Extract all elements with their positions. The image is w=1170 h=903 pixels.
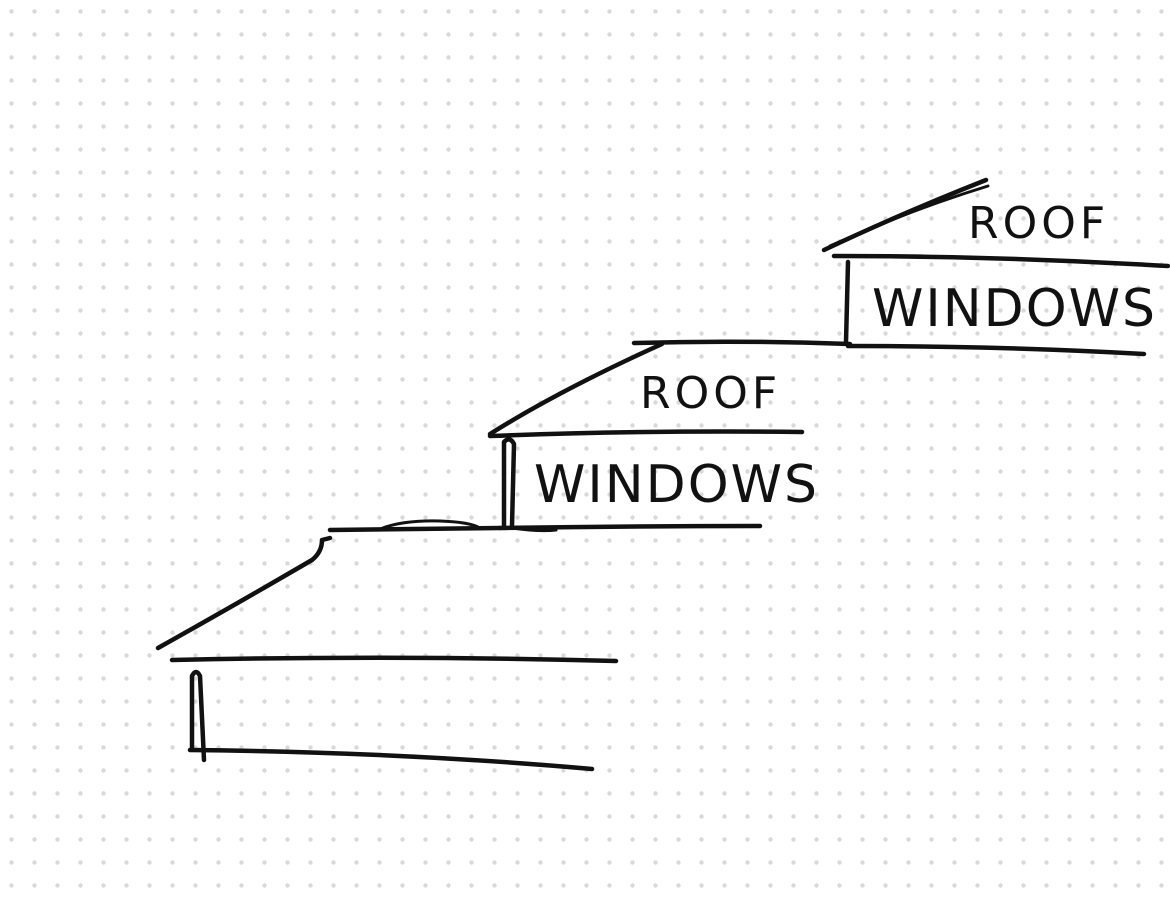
tier-3-roof-label: ROOF — [968, 198, 1109, 249]
tier-1-wall — [189, 669, 207, 763]
tier-2-windows-label: WINDOWS — [534, 455, 819, 515]
tier-2-roof-top — [631, 339, 853, 347]
tier-2: ROOF WINDOWS — [487, 339, 853, 533]
tier-1-roof-top — [327, 525, 503, 533]
tier-1-roof-slope — [155, 535, 333, 651]
tier-2-eave-line — [487, 429, 805, 439]
tier-1-top-bump — [376, 519, 482, 532]
tier-3: ROOF WINDOWS — [821, 177, 1170, 357]
tier-1-eave-line — [169, 655, 619, 664]
tier-3-eave-line — [831, 253, 1170, 269]
tier-2-base-line — [497, 523, 763, 531]
tier-1 — [155, 519, 619, 772]
tier-1-base-line — [187, 747, 595, 772]
tier-2-roof-slope — [487, 341, 665, 437]
tier-2-wall — [501, 437, 517, 529]
tier-3-windows-label: WINDOWS — [872, 279, 1157, 339]
tier-3-base-line — [845, 343, 1147, 357]
tier-3-roof-slope-double — [828, 184, 990, 248]
tier-2-roof-label: ROOF — [640, 368, 781, 419]
tier-3-wall — [843, 259, 851, 345]
tier-2-base-squiggle — [510, 526, 558, 533]
